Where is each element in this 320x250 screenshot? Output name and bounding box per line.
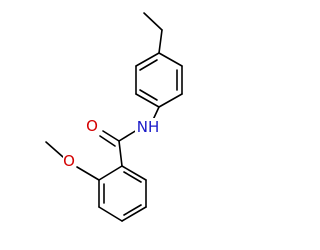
bond-carbonyl-ring2 xyxy=(118,140,123,167)
carbonyl-oxygen-atom: O xyxy=(86,117,99,135)
amide-nitrogen-atom: NH xyxy=(135,118,161,136)
bond-ring2-c xyxy=(98,206,123,222)
bond-ring1-f xyxy=(158,52,183,67)
bond-carbonyl-double-1 xyxy=(102,130,120,142)
bond-ring2-double-3 xyxy=(123,171,142,183)
methoxy-oxygen-atom: O xyxy=(63,152,76,170)
amide-nitrogen-label: NH xyxy=(137,118,160,136)
bond-ring2-d xyxy=(121,206,147,222)
bond-ring1-double-1 xyxy=(139,59,158,71)
bond-ring1-double-2 xyxy=(139,89,158,101)
bond-ethyl-ch2 xyxy=(158,29,163,54)
bond-ethyl-ch3 xyxy=(143,12,163,31)
bond-ring1-a xyxy=(135,52,160,67)
bond-nitrogen-carbonyl xyxy=(118,129,138,142)
carbonyl-oxygen-label: O xyxy=(86,117,98,135)
molecule-canvas: O NH O xyxy=(45,12,183,222)
bond-ring1-d xyxy=(158,93,183,108)
bond-methoxy-oxygen-methyl xyxy=(45,141,64,158)
bond-ring2-double-2 xyxy=(123,204,142,216)
bond-ring2-a xyxy=(98,165,123,181)
bond-ring2-methoxy-oxygen xyxy=(76,166,100,181)
bond-carbonyl-double-2 xyxy=(99,135,116,147)
methoxy-oxygen-label: O xyxy=(63,152,75,170)
structure-diagram: O NH O xyxy=(45,12,183,222)
bond-ring2-f xyxy=(121,165,147,181)
bond-ring1-c xyxy=(135,93,160,108)
